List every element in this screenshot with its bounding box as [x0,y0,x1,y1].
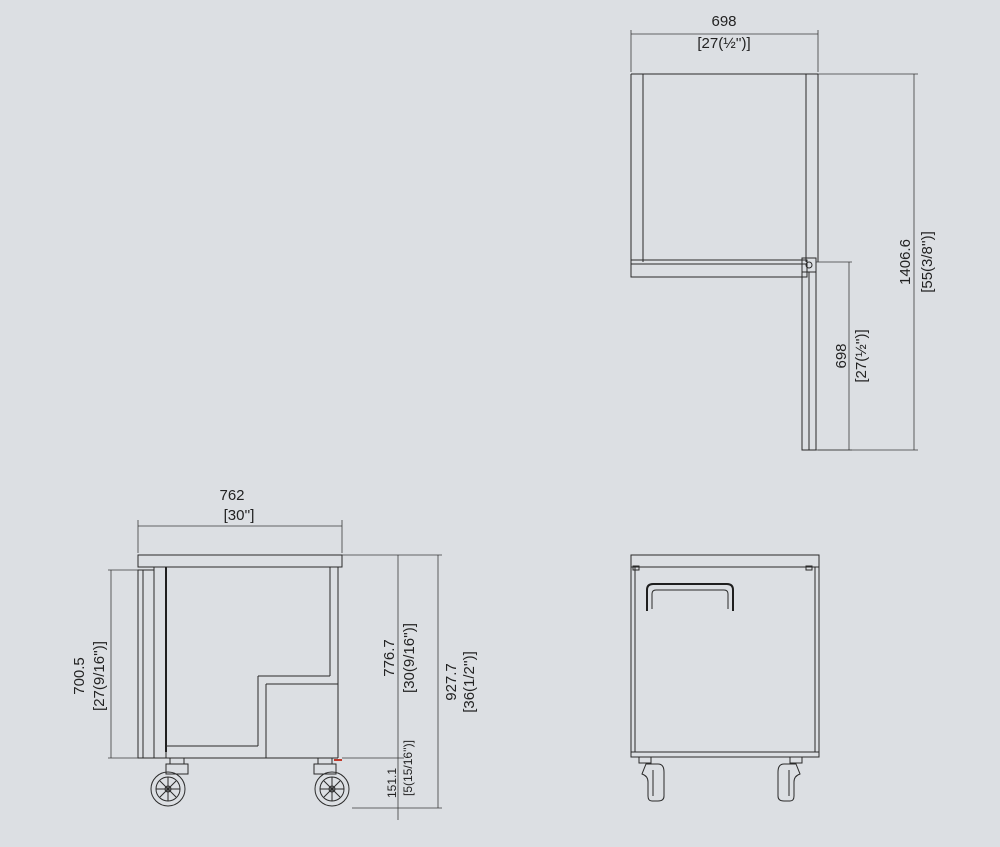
side-body-height-mm: 776.7 [381,639,398,677]
top-width-in: [27(½'')] [697,35,750,52]
side-total-height-in: [36(1/2'')] [461,651,478,713]
side-width-mm: 762 [219,487,244,504]
front-leg-left [638,756,665,802]
top-view: 698 [27(½'')] 1406.6 [55(3/8'')] 698 [27… [630,13,936,451]
top-depth-mm: 1406.6 [897,239,914,285]
side-view: 762 [30''] 700.5 [27(9/16'')] 776.7 [30(… [71,487,478,820]
side-caster-mm: 151.1 [385,768,399,798]
front-view [630,554,820,802]
side-inner-height-in: [27(9/16'')] [91,641,108,711]
caster-rear [313,757,350,807]
top-door-in: [27(½'')] [853,329,870,382]
top-depth-in: [55(3/8'')] [919,231,936,293]
top-width-mm: 698 [711,13,736,30]
front-leg-right [777,756,803,802]
caster-front [150,757,189,807]
door-handle [646,583,734,611]
side-total-height-mm: 927.7 [443,663,460,701]
side-width-in: [30''] [224,507,255,524]
side-inner-height-mm: 700.5 [71,657,88,695]
top-door-mm: 698 [833,343,850,368]
side-caster-in: [5(15/16'')] [401,740,415,796]
side-body-height-in: [30(9/16'')] [401,623,418,693]
